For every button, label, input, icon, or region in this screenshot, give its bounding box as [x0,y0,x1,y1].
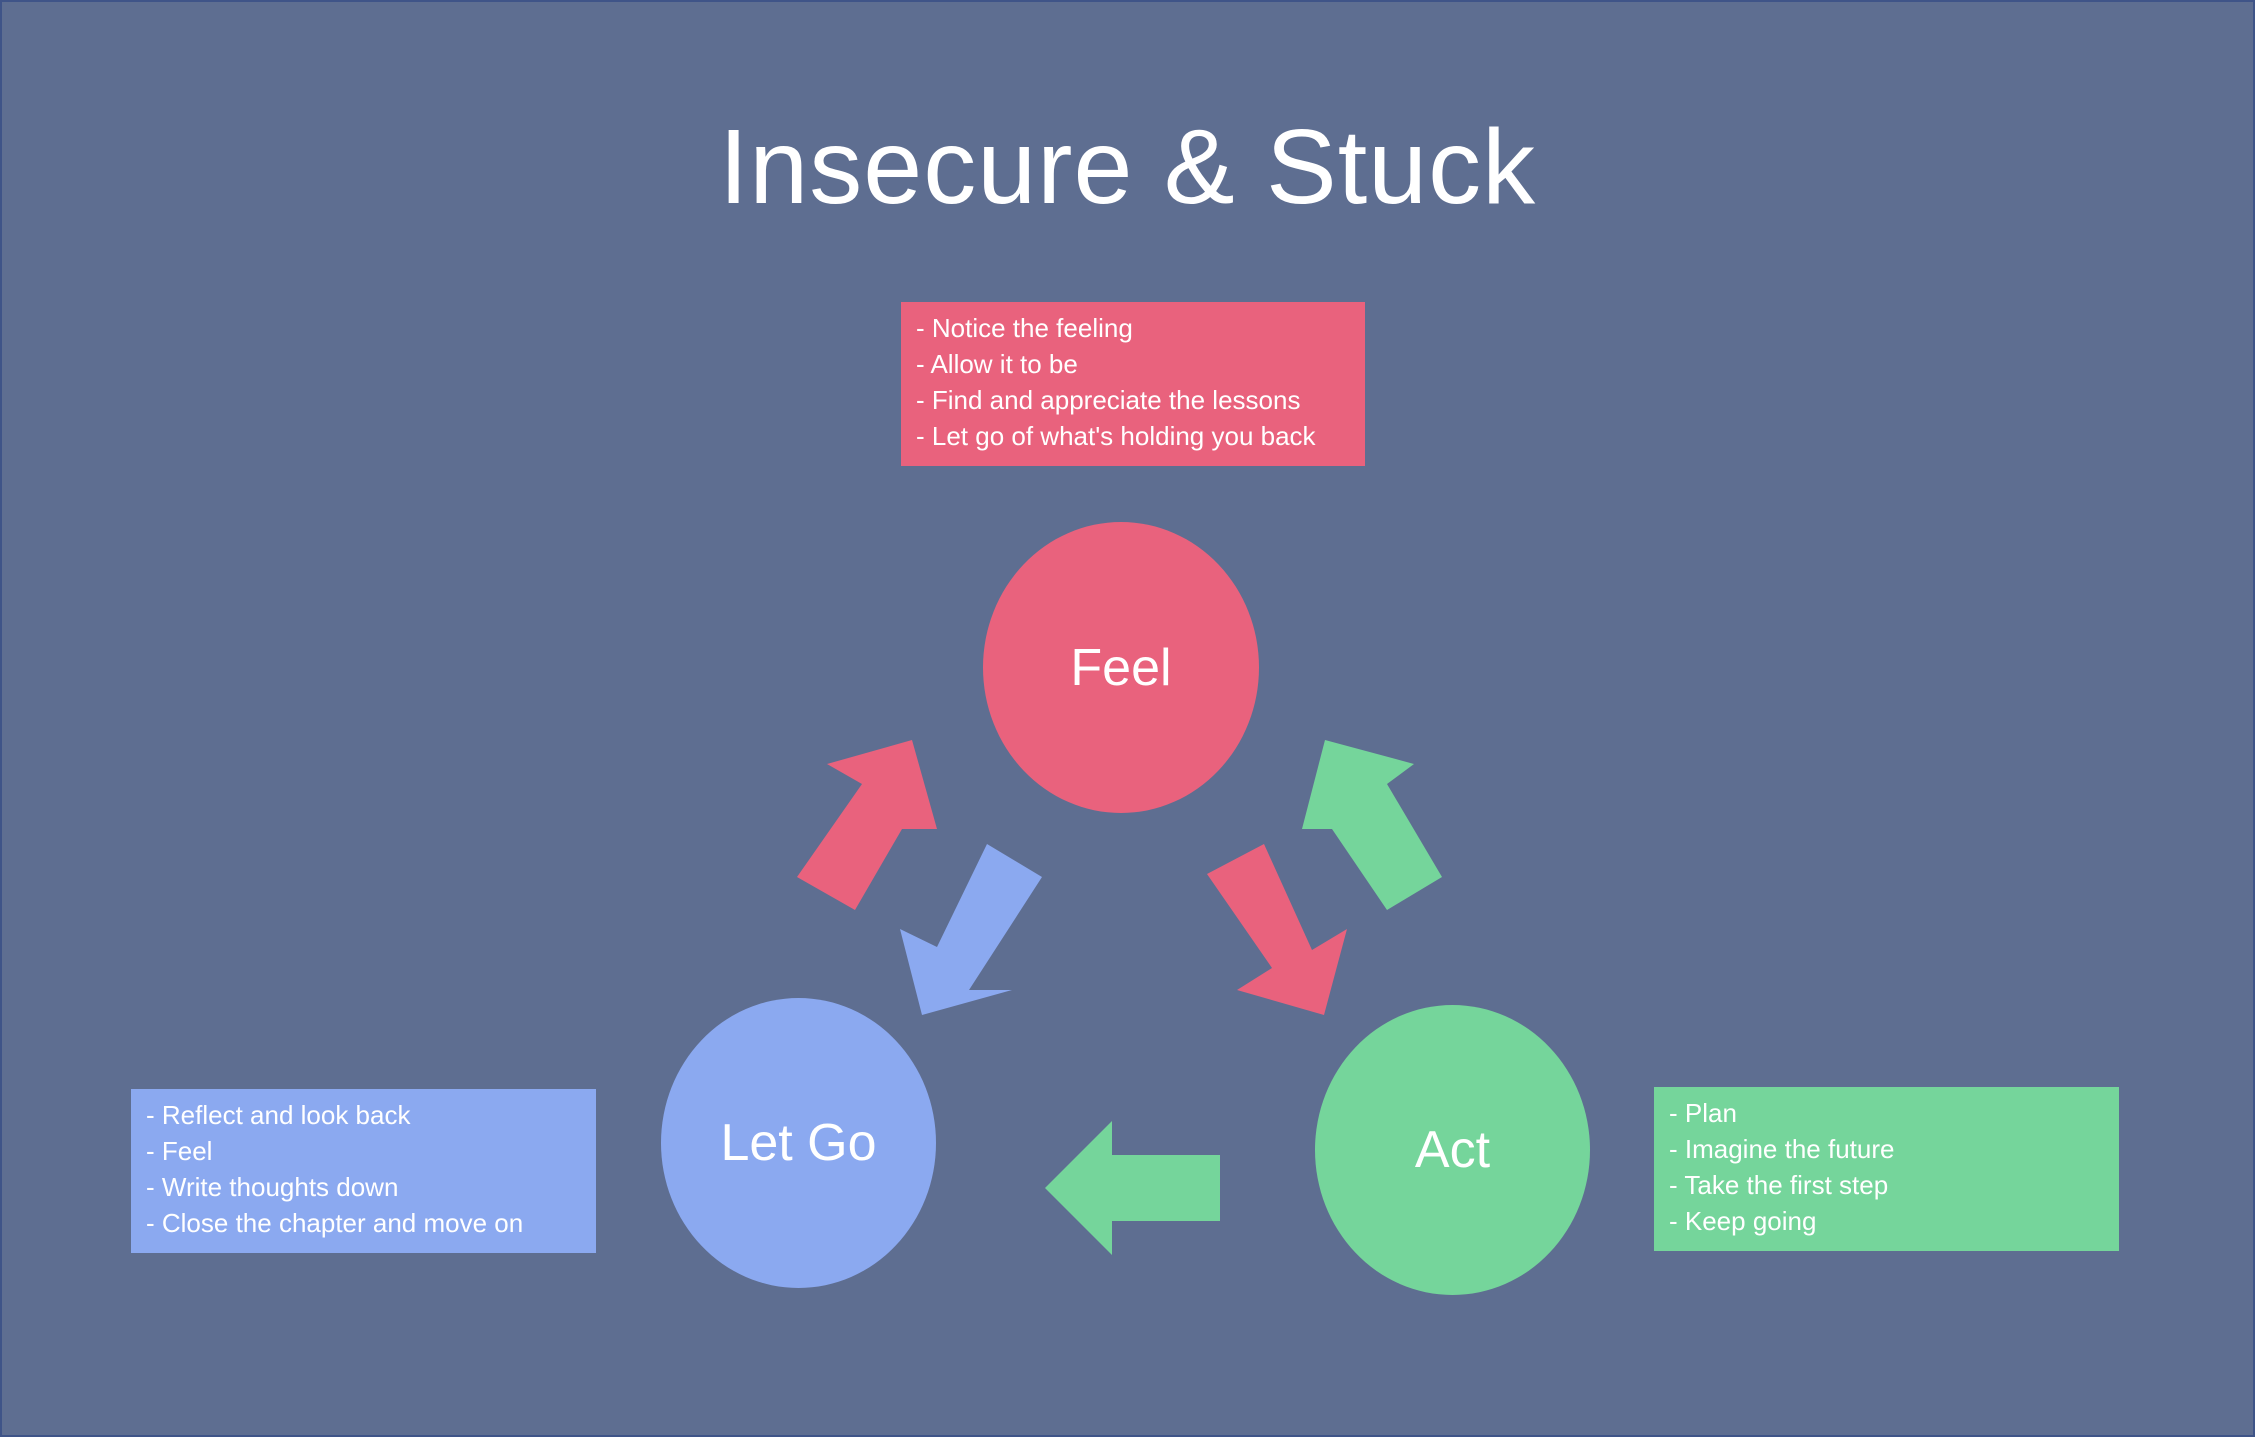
feel-note-item: - Let go of what's holding you back [916,421,1316,451]
arrow-act-to-let-go-icon [1045,1121,1220,1255]
act-note-item: - Keep going [1669,1206,1817,1236]
feel-note-item: - Find and appreciate the lessons [916,385,1301,415]
let-go-note-item: - Write thoughts down [146,1172,399,1202]
arrow-let-go-to-feel-icon [797,740,937,910]
act-note-item: - Plan [1669,1098,1737,1128]
act-note-item: - Take the first step [1669,1170,1889,1200]
let-go-note-item: - Feel [146,1136,213,1166]
arrow-feel-to-act-icon [1207,844,1347,1015]
feel-note-item: - Notice the feeling [916,313,1133,343]
feel-node: Feel [983,522,1259,813]
let-go-node: Let Go [661,998,936,1288]
act-note-item: - Imagine the future [1669,1134,1895,1164]
act-node: Act [1315,1005,1590,1295]
act-node-label: Act [1414,1121,1491,1179]
diagram-title: Insecure & Stuck [718,108,1537,226]
feel-notes-box: - Notice the feeling - Allow it to be - … [901,302,1365,466]
feel-note-item: - Allow it to be [916,349,1078,379]
let-go-note-item: - Reflect and look back [146,1100,411,1130]
arrow-feel-to-let-go-icon [900,844,1042,1015]
let-go-note-item: - Close the chapter and move on [146,1208,524,1238]
let-go-notes-box: - Reflect and look back - Feel - Write t… [131,1089,596,1253]
feel-node-label: Feel [1070,638,1172,697]
let-go-node-label: Let Go [720,1114,877,1172]
act-notes-box: - Plan - Imagine the future - Take the f… [1654,1087,2119,1251]
arrow-act-to-feel-icon [1302,740,1442,910]
